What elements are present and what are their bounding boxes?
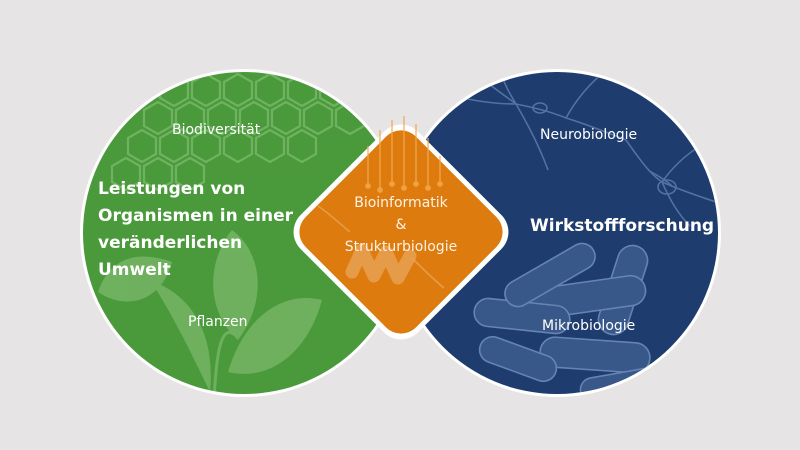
left-circle-title: Leistungen von Organismen in einer verän… xyxy=(98,176,293,284)
leaves-icon xyxy=(98,230,322,394)
protein-helix-icon xyxy=(345,243,417,285)
bacteria-icon xyxy=(473,242,671,394)
left-title-line-1: Leistungen von xyxy=(98,179,246,199)
right-circle-title: Wirkstoffforschung xyxy=(530,216,715,236)
center-diamond xyxy=(293,124,509,340)
left-title-line-2: Organismen in einer xyxy=(98,206,294,226)
topic-pflanzen: Pflanzen xyxy=(188,314,248,330)
topic-mikrobiologie: Mikrobiologie xyxy=(542,318,636,334)
center-line-1: Bioinformatik xyxy=(354,195,448,211)
left-title-line-3: veränderlichen xyxy=(98,233,243,253)
center-line-3: Strukturbiologie xyxy=(344,239,458,255)
topic-biodiversitaet: Biodiversität xyxy=(172,122,261,138)
center-line-2: & xyxy=(395,217,407,233)
center-label: Bioinformatik & Strukturbiologie xyxy=(331,192,471,258)
left-title-line-4: Umwelt xyxy=(98,260,171,280)
topic-neurobiologie: Neurobiologie xyxy=(540,127,638,143)
circuit-icon xyxy=(365,116,443,193)
hexagon-pattern-icon xyxy=(110,72,366,192)
